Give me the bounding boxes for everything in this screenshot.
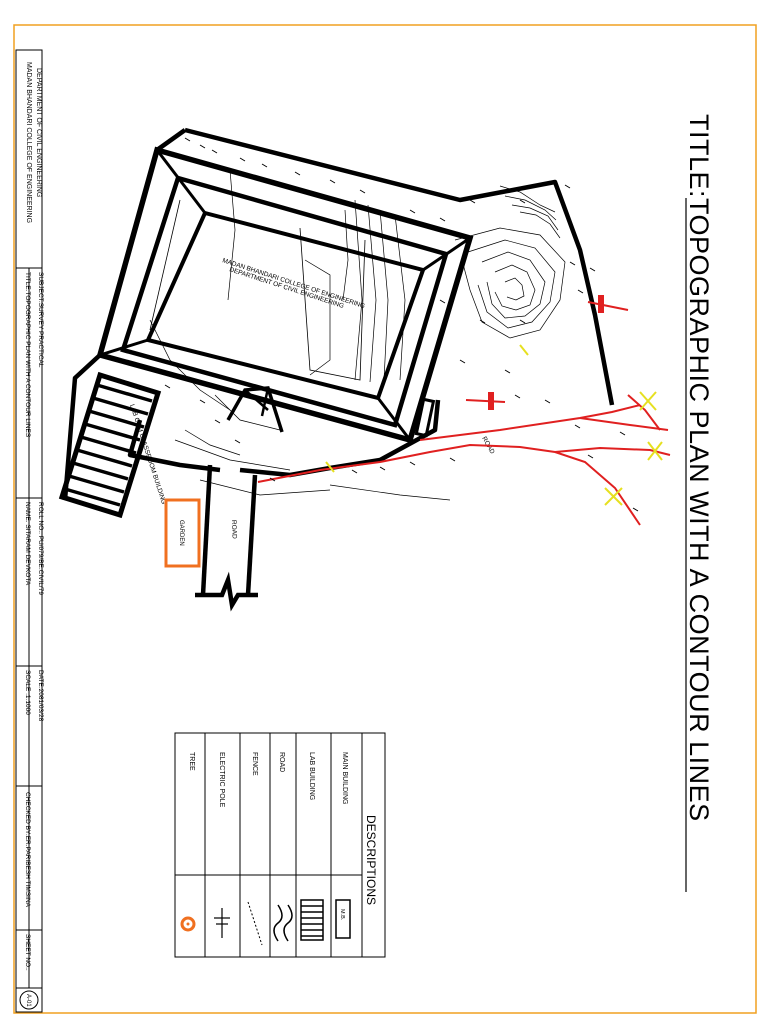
legend-fence: FENCE — [251, 752, 258, 776]
compound-wall — [62, 127, 615, 501]
garden-box — [164, 498, 201, 568]
legend-table — [174, 732, 386, 958]
legend-lab-building: LAB BUILDING — [308, 752, 315, 800]
title-block — [15, 49, 43, 1013]
legend-tree: TREE — [188, 752, 195, 771]
legend-symbols: M.B. — [180, 899, 351, 946]
scale: SCALE :1:1000 — [24, 670, 31, 715]
sheet-code-circle — [19, 990, 39, 1010]
site-plan: LAB CUM CLASSROOM BUILDING MADAN BHANDAR… — [58, 127, 671, 612]
pole-crosses — [325, 344, 663, 506]
tree-icon — [180, 916, 196, 932]
title-small: TITLE:TOPOGRAPHIC PLAN WITH A CONTOUR LI… — [24, 272, 31, 438]
legend-heading: DESCRIPTIONS — [364, 815, 378, 905]
sheet-border — [13, 24, 757, 1014]
main-building-symbol-text: M.B. — [339, 909, 345, 921]
checked-by: CHECKED BY:ER.PARIBESH TIMSINA — [24, 792, 31, 908]
main-building-symbol — [335, 899, 351, 939]
main-building — [96, 146, 474, 444]
department-name: DEPARTMENT OF CIVIL ENGINEERING — [35, 68, 42, 197]
road-icon — [273, 904, 293, 942]
main-building-label-2: DEPARTMENT OF CIVIL ENGINEERING — [228, 266, 344, 310]
survey-points — [164, 137, 639, 512]
electric-pole-markers — [488, 295, 604, 410]
lab-building — [58, 371, 162, 519]
main-title: TITLE:TOPOGRAPHIC PLAN WITH A CONTOUR LI… — [684, 114, 714, 822]
legend-main-building: MAIN BUILDING — [341, 752, 348, 805]
title-block-text: MADAN BHANDARI COLLEGE OF ENGINEERING DE… — [19, 62, 44, 1010]
contour-lines — [149, 169, 566, 501]
roll-number: ROLL NO.: PU/079/BE.CIVIL/79 — [37, 502, 44, 595]
legend-road: ROAD — [278, 752, 285, 772]
legend-electric-pole: ELECTRIC POLE — [218, 752, 225, 808]
lab-hatch-icon — [300, 899, 324, 941]
electric-pole-icon — [214, 908, 230, 938]
fence-icon — [247, 901, 263, 946]
small-structure — [414, 397, 436, 438]
college-name: MADAN BHANDARI COLLEGE OF ENGINEERING — [25, 62, 32, 223]
road — [195, 464, 258, 612]
sheet-code: A-01 — [25, 994, 31, 1007]
sheet-number-label: SHEET NO.: — [24, 934, 31, 971]
road-label-1: ROAD — [230, 520, 238, 539]
garden-label: GARDEN — [178, 520, 184, 546]
student-name: NAME: SITARAM DEVKOTA — [24, 502, 31, 586]
subject: SUBJECT:SURVEY PRACTICAL — [37, 272, 44, 368]
date: DATE:2081/03/28 — [37, 670, 44, 722]
fence-lines — [257, 301, 671, 526]
legend-labels: MAIN BUILDING LAB BUILDING ROAD FENCE EL… — [188, 752, 348, 808]
